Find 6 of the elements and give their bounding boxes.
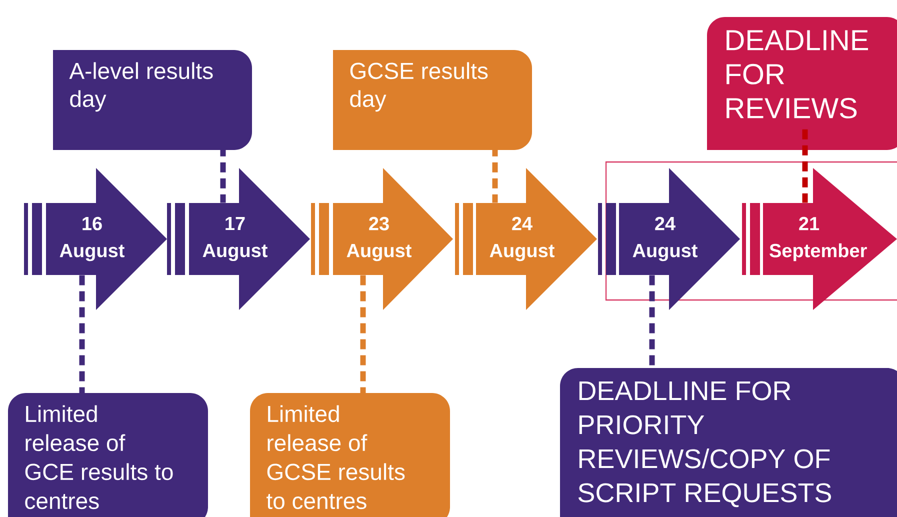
callout-box: Limited release of GCSE results to centres	[250, 393, 450, 517]
callout-box: Limited release of GCE results to centres	[8, 393, 208, 517]
callout-box: DEADLLINE FOR PRIORITY REVIEWS/COPY OF SCRIPT REQUESTS	[560, 368, 897, 517]
callout-box: GCSE results day	[333, 50, 532, 150]
callout-box: DEADLINE FOR REVIEWS	[707, 17, 897, 150]
callout-box: A-level results day	[53, 50, 252, 150]
